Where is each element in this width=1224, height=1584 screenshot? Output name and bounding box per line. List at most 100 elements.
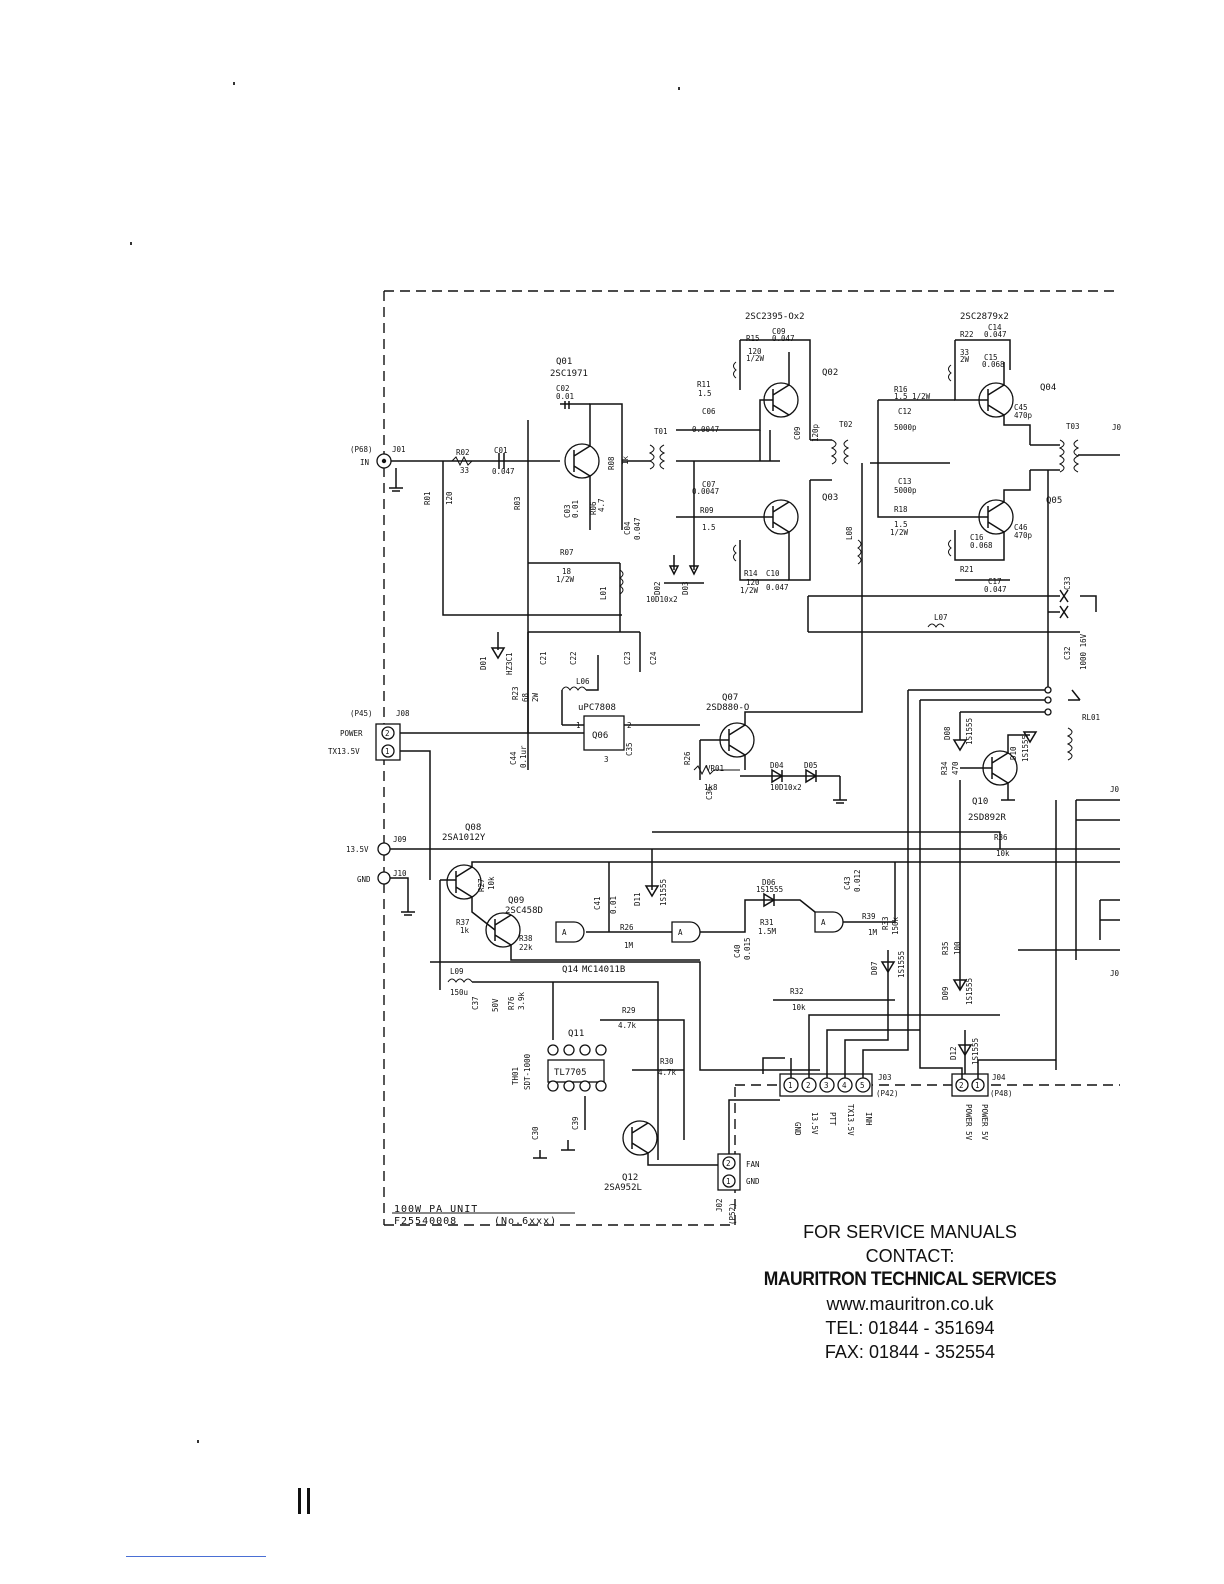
svg-text:R06: R06: [589, 501, 598, 515]
svg-text:C16: C16: [970, 533, 984, 542]
svg-text:0.047: 0.047: [492, 467, 515, 476]
d04d05-value: 10D10x2: [770, 783, 802, 792]
q05-ref: Q05: [1046, 496, 1062, 506]
svg-text:A: A: [821, 918, 826, 927]
j08-ref: J08: [396, 709, 410, 718]
svg-text:1: 1: [726, 1177, 731, 1186]
j03-pin2: 13.5V: [810, 1112, 819, 1135]
svg-text:R30: R30: [660, 1057, 674, 1066]
svg-text:C06: C06: [702, 407, 716, 416]
control-section: Q08 2SA1012Y Q09 2SC458D R37 1k R38 22k …: [430, 823, 1120, 1071]
svg-text:C37: C37: [471, 996, 480, 1010]
svg-text:10k: 10k: [792, 1003, 806, 1012]
svg-text:C03: C03: [563, 504, 572, 518]
svg-text:C10: C10: [766, 569, 780, 578]
c32-value: 1000 16V: [1079, 633, 1088, 670]
footer-company: MAURITRON TECHNICAL SERVICES: [763, 1269, 1057, 1290]
svg-text:120: 120: [748, 347, 762, 356]
svg-text:R31: R31: [760, 918, 774, 927]
r02-ref: R02: [456, 448, 470, 457]
svg-text:0.1ur: 0.1ur: [519, 745, 528, 768]
q10-type: 2SD892R: [968, 813, 1007, 823]
supply-connectors: 13.5V J09 GND J10: [346, 835, 1120, 916]
svg-text:R38: R38: [519, 934, 533, 943]
svg-text:50V: 50V: [491, 998, 500, 1012]
q08-ref: Q08: [465, 823, 481, 833]
svg-text:R09: R09: [700, 506, 714, 515]
spine-q10: [652, 831, 1001, 849]
svg-text:1k: 1k: [621, 455, 630, 465]
svg-text:L07: L07: [934, 613, 948, 622]
svg-text:3.9k: 3.9k: [517, 991, 526, 1010]
q11-ref: Q11: [568, 1029, 584, 1039]
svg-text:A: A: [678, 928, 683, 937]
q12-transistor: [622, 1120, 658, 1156]
svg-text:3: 3: [604, 755, 609, 764]
svg-text:0.047: 0.047: [633, 517, 642, 540]
svg-text:1.5: 1.5: [702, 523, 716, 532]
svg-text:R21: R21: [960, 565, 974, 574]
bottom-rule: [126, 1556, 266, 1557]
j01-ref: J01: [392, 445, 406, 454]
d06-ref: D06: [762, 878, 776, 887]
svg-text:3: 3: [824, 1081, 829, 1090]
svg-text:C07: C07: [702, 480, 716, 489]
svg-text:0.01: 0.01: [571, 500, 580, 518]
footer-line2: CONTACT:: [865, 1246, 955, 1266]
scan-speck: [130, 242, 132, 245]
q12-ref: Q12: [622, 1173, 638, 1183]
svg-text:C15: C15: [984, 353, 998, 362]
svg-text:2W: 2W: [531, 692, 540, 702]
q11-ic: [547, 1059, 605, 1083]
scan-speck: [233, 82, 235, 85]
j04-pin2: POWER 5V: [964, 1104, 973, 1141]
svg-text:C46: C46: [1014, 523, 1028, 532]
j03-pin3: PTT: [828, 1112, 837, 1126]
svg-text:C39: C39: [571, 1116, 580, 1130]
j04-ref: J04: [992, 1073, 1006, 1082]
svg-text:1: 1: [385, 747, 390, 756]
q09-ref: Q09: [508, 896, 524, 906]
j08-connector: 2 1 (P45) J08 POWER TX13.5V: [328, 632, 584, 880]
svg-text:4.7: 4.7: [597, 498, 606, 512]
svg-text:D09: D09: [941, 986, 950, 1000]
q14-type: MC14011B: [582, 965, 625, 975]
svg-text:R39: R39: [862, 912, 876, 921]
svg-text:0.047: 0.047: [772, 334, 795, 343]
j08-pin2: POWER: [340, 729, 363, 738]
svg-text:4.7k: 4.7k: [618, 1021, 637, 1030]
svg-text:R15: R15: [746, 334, 760, 343]
svg-text:R26: R26: [683, 751, 692, 765]
svg-text:R22: R22: [960, 330, 974, 339]
svg-text:TH01: TH01: [511, 1067, 520, 1085]
j10-label: GND: [357, 875, 371, 884]
svg-text:J0: J0: [1110, 969, 1120, 978]
svg-text:L01: L01: [599, 586, 608, 600]
svg-text:L08: L08: [845, 526, 854, 540]
svg-text:0.015: 0.015: [743, 937, 752, 960]
svg-text:5000p: 5000p: [894, 486, 917, 495]
svg-text:1.5M: 1.5M: [758, 927, 777, 936]
svg-text:1.5: 1.5: [894, 520, 908, 529]
footer-web: www.mauritron.co.uk: [826, 1294, 994, 1314]
service-contact-block: FOR SERVICE MANUALS CONTACT: MAURITRON T…: [740, 1220, 1080, 1364]
final-stage: 2SC2879x2 T02 L08 C09 120p Q04 Q05 R22 C…: [793, 312, 1122, 690]
regulator-section: uPC7808 Q06 1 2 3 L06 Q07 2SD880-O VR01 …: [509, 596, 863, 804]
binding-marks: [298, 1488, 316, 1518]
svg-text:R16: R16: [894, 385, 908, 394]
j04-pin1: POWER 5V: [980, 1104, 989, 1141]
q08-transistor: [446, 864, 482, 900]
j02-connector: 2 1 FAN GND J02 (P52): [715, 1099, 780, 1225]
svg-text:1/2W: 1/2W: [890, 528, 909, 537]
q04q05-type: 2SC2879x2: [960, 312, 1009, 322]
svg-text:C41: C41: [593, 896, 602, 910]
svg-text:0.012: 0.012: [853, 869, 862, 892]
svg-text:C33: C33: [1063, 576, 1072, 590]
svg-text:R34: R34: [940, 761, 949, 775]
svg-text:C40: C40: [733, 944, 742, 958]
input-section: (P68) IN J01 R02 33 C01 0.047 R01 120: [350, 445, 622, 616]
j03-pin5: INH: [864, 1112, 873, 1126]
j08-pin1: TX13.5V: [328, 747, 360, 756]
svg-text:1.5 1/2W: 1.5 1/2W: [894, 392, 931, 401]
